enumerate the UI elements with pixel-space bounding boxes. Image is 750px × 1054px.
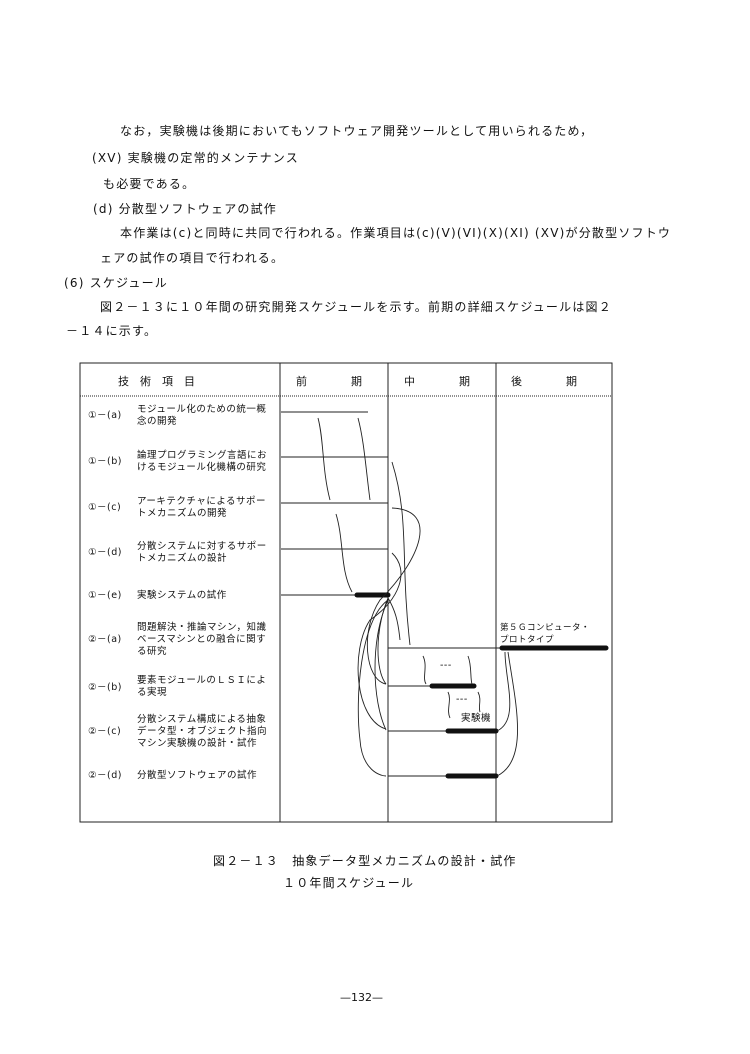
row-text: 実験システムの試作	[137, 590, 227, 601]
body-line: ェアの試作の項目で行われる。	[100, 251, 285, 265]
row-text: モジュール化のための統一概 念の開発	[137, 404, 267, 427]
section-heading: (d) 分散型ソフトウェアの試作	[93, 202, 277, 216]
continuation-dots: ---	[440, 660, 452, 671]
body-line: －１４に示す。	[66, 324, 158, 338]
row-id: ②－(d)	[88, 770, 122, 781]
body-line: 本作業は(c)と同時に共同で行われる。作業項目は(c)(V)(VI)(X)(XI…	[120, 226, 672, 240]
row-id: ②－(a)	[88, 634, 122, 645]
prototype-annotation: 第５Ｇコンピュータ・ プロトタイプ	[500, 623, 591, 645]
page-number: —132—	[340, 991, 383, 1004]
header-middle: 中 期	[404, 375, 470, 388]
row-text: 分散システムに対するサポー トメカニズムの設計	[137, 541, 267, 564]
row-id: ①－(b)	[88, 456, 122, 467]
body-line: 図２－１３に１０年間の研究開発スケジュールを示す。前期の詳細スケジュールは図２	[100, 300, 612, 314]
row-text: アーキテクチャによるサポー トメカニズムの開発	[137, 496, 267, 519]
continuation-dots: ---	[456, 694, 468, 705]
figure-caption-sub: １０年間スケジュール	[283, 876, 415, 890]
row-text: 論理プログラミング言語にお けるモジュール化機構の研究	[137, 450, 268, 473]
row-id: ①－(e)	[88, 590, 122, 601]
row-id: ②－(c)	[88, 726, 122, 737]
header-late: 後 期	[511, 375, 577, 388]
row-id: ①－(d)	[88, 547, 122, 558]
row-id: ②－(b)	[88, 682, 122, 693]
body-line: (XV) 実験機の定常的メンテナンス	[92, 151, 299, 165]
row-text: 要素モジュールのＬＳＩによ る実現	[137, 675, 267, 698]
dependency-arrows	[317, 417, 518, 777]
row-text: 問題解決・推論マシン，知識 ベースマシンとの融合に関す る研究	[137, 622, 267, 657]
figure-caption: 図２－１３ 抽象データ型メカニズムの設計・試作	[213, 854, 517, 868]
row-id: ①－(a)	[88, 410, 122, 421]
header-early: 前 期	[296, 375, 362, 388]
body-line: なお，実験機は後期においてもソフトウェア開発ツールとして用いられるため，	[120, 124, 594, 138]
section-heading: (6) スケジュール	[64, 276, 168, 290]
row-text: 分散システム構成による抽象 データ型・オブジェクト指向 マシン実験機の設計・試作	[137, 714, 268, 749]
body-line: も必要である。	[103, 177, 196, 191]
header-tech-item: 技 術 項 目	[118, 375, 195, 388]
row-text: 分散型ソフトウェアの試作	[137, 770, 258, 781]
row-id: ①－(c)	[88, 502, 122, 513]
experimental-machine-label: 実験機	[461, 713, 492, 724]
